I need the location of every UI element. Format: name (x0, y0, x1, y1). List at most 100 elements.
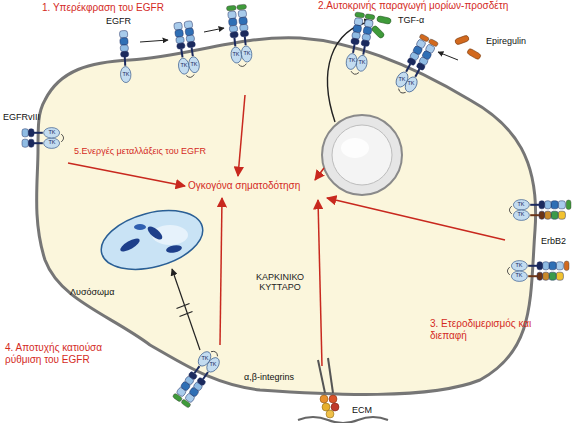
receptor-domain (228, 11, 237, 19)
kinase-domain (511, 271, 527, 281)
cell-membrane (37, 38, 536, 395)
transmembrane-segment (530, 214, 539, 216)
lysosome-body (95, 205, 209, 280)
receptor-domain (558, 201, 565, 209)
receptor-domain (353, 25, 362, 33)
ligand-name: TGF-α (398, 15, 424, 25)
receptor-domain (556, 272, 563, 280)
endosome-inner (332, 125, 392, 185)
receptor (507, 261, 569, 282)
kinase-domain (177, 58, 190, 75)
transmembrane-segment (181, 49, 182, 58)
integrin-domain (329, 395, 337, 403)
signal-arrow (68, 163, 185, 186)
kinase-label: TK (345, 57, 359, 64)
callout-text: 4. Αποτυχής κατιούσα ρύθμιση του EGFR (5, 342, 135, 365)
receptor-domain (184, 21, 193, 29)
receptor-domain (120, 45, 128, 52)
receptor-domain (22, 139, 28, 147)
cell-node: ΚΑΡΚΙΝΙΚΟ ΚΥΤΤΑΡΟΛυσόσωμα (30, 25, 545, 400)
kinase-domain (44, 138, 60, 148)
epiregulin-ligand (466, 48, 481, 60)
phosphorylation-mark (507, 267, 509, 275)
receptor-name: ErbB2 (541, 236, 566, 246)
receptor-domain (238, 10, 247, 18)
kinase-label: TK (177, 62, 191, 69)
kinase-domain (511, 261, 527, 271)
receptor-domain (556, 262, 563, 270)
transmembrane-segment (194, 366, 199, 373)
receptor-domain (549, 272, 556, 280)
cell-outline (30, 25, 545, 400)
lysosome-content (134, 224, 146, 230)
kinase-domain (44, 128, 60, 138)
secretion-arrow (328, 21, 372, 122)
receptor-domain (239, 17, 248, 25)
bound-ligand (564, 261, 569, 271)
receptor-domain (175, 29, 184, 37)
transmembrane-segment (530, 204, 539, 206)
receptor-domain (230, 32, 239, 38)
lysosome-content (166, 244, 183, 254)
signal-arrow (318, 200, 322, 366)
phosphorylation-mark (397, 89, 405, 95)
receptor-domain (240, 24, 249, 31)
receptor-domain (537, 262, 543, 270)
progress-arrow (204, 28, 224, 32)
bound-ligand (428, 38, 439, 47)
callout-text: 2.Αυτοκρινής παραγωγή μορίων-προσδέτη (318, 0, 508, 12)
transmembrane-segment (415, 69, 419, 77)
bound-ligand (226, 5, 236, 11)
signal-label: Ογκογόνα σηματοδότηση (188, 180, 300, 192)
lysosome-content (146, 224, 165, 242)
integrin-domain (326, 410, 334, 418)
receptor-domain (176, 36, 185, 43)
receptor (226, 4, 253, 67)
phosphorylation-mark (351, 71, 359, 75)
kinase-domain (513, 200, 529, 210)
ligand-name: Epiregulin (486, 36, 526, 46)
receptor-domain (361, 40, 370, 47)
receptor-domain (363, 26, 372, 34)
receptor-domain (558, 211, 565, 219)
kinase-label: TK (187, 61, 201, 68)
kinase-label: TK (514, 201, 528, 208)
receptor-domain (186, 35, 195, 42)
block-mark (177, 304, 190, 309)
kinase-label: TK (355, 59, 369, 66)
ecm-fiber (298, 417, 388, 423)
matrix-name: ECM (352, 405, 372, 415)
transmembrane-segment (353, 44, 355, 53)
integrin-tail (328, 358, 333, 393)
transmembrane-segment (34, 132, 43, 134)
kinase-domain (513, 210, 529, 220)
kinase-label: TK (512, 272, 526, 279)
bound-ligand (355, 12, 365, 18)
receptor-domain (119, 30, 127, 38)
kinase-label: TK (45, 129, 59, 136)
transmembrane-segment (124, 57, 126, 66)
receptor-domain (28, 129, 34, 137)
tgf-alpha-ligand (377, 16, 392, 25)
transmembrane-segment (233, 38, 236, 47)
receptor (172, 20, 200, 78)
receptor (392, 33, 439, 97)
receptor-domain (228, 18, 237, 26)
phosphorylation-mark (61, 134, 63, 142)
degradation-arrow (172, 269, 200, 350)
phosphorylation-mark (211, 350, 219, 357)
kinase-label: TK (514, 211, 528, 218)
bound-ligand (419, 34, 430, 43)
receptor-name: EGFR (106, 16, 131, 26)
kinase-label: TK (512, 262, 526, 269)
kinase-label: TK (395, 76, 409, 83)
kinase-label: TK (229, 51, 243, 58)
receptor-domain (407, 57, 417, 66)
receptor-domain (351, 38, 360, 45)
kinase-domain (345, 53, 358, 71)
kinase-label: TK (206, 361, 220, 368)
node-label: ΚΑΡΚΙΝΙΚΟ ΚΥΤΤΑΡΟ (235, 272, 325, 293)
receptor-domain (543, 272, 549, 280)
transmembrane-segment (528, 275, 537, 277)
